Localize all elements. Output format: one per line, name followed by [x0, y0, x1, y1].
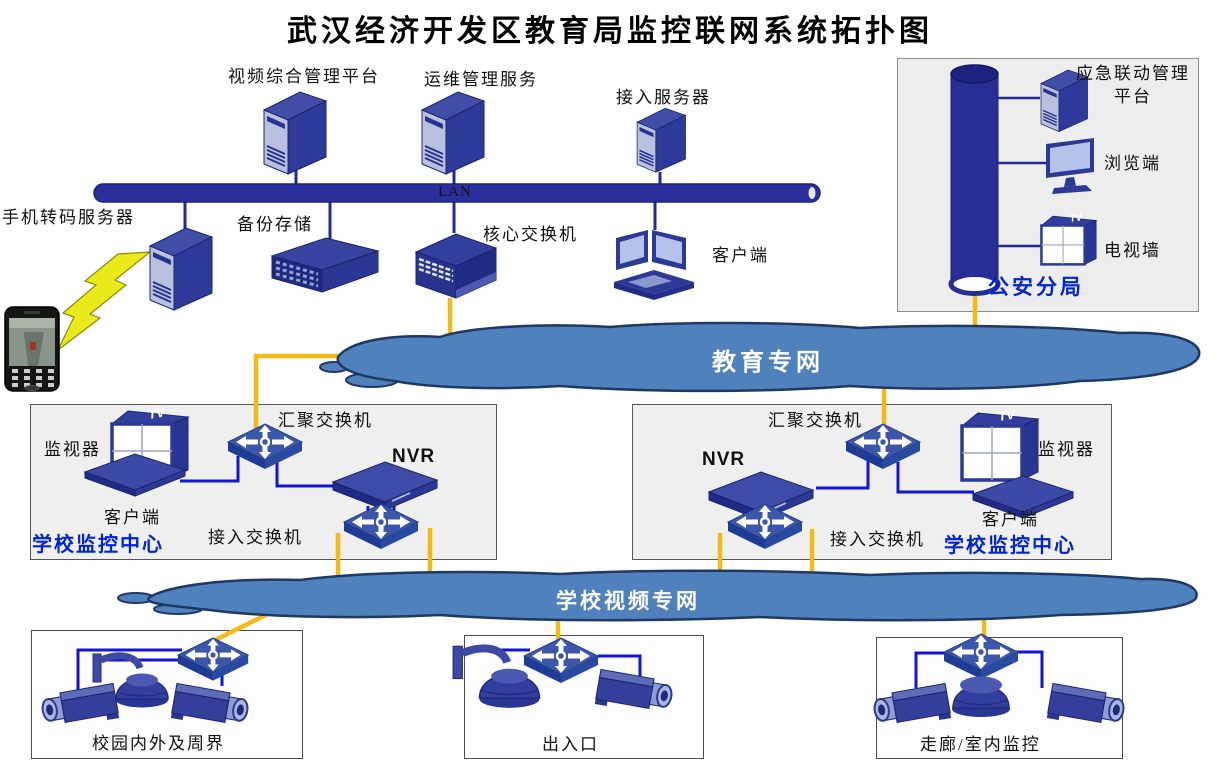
backup-storage-icon — [270, 236, 380, 294]
corridor-switch-icon — [942, 632, 1020, 681]
school-center-left-title: 学校监控中心 — [32, 534, 164, 556]
access-server-label: 接入服务器 — [616, 88, 711, 107]
school-center-right-title: 学校监控中心 — [944, 535, 1076, 557]
wireless-lightning-bolt — [57, 251, 152, 351]
browser-terminal-label: 浏览端 — [1104, 154, 1161, 173]
core-switch-label: 核心交换机 — [483, 225, 578, 244]
education-network-label: 教育专网 — [712, 349, 824, 376]
tv-wall-label: 电视墙 — [1104, 241, 1161, 260]
right-nvr-label: NVR — [702, 449, 746, 470]
tv-wall-text: TV — [997, 406, 1017, 424]
left-nvr-icon — [332, 461, 438, 511]
right-monitor-label: 监视器 — [1038, 440, 1095, 459]
corridor-dome-camera-icon — [951, 675, 1011, 718]
police-connector-lines — [998, 96, 1046, 248]
left-monitor-label: 监视器 — [44, 440, 101, 459]
tv-wall-text: TV — [1069, 212, 1085, 225]
right-access-switch-label: 接入交换机 — [830, 530, 925, 549]
lan-label: LAN — [438, 184, 472, 200]
police-backbone-cylinder — [948, 64, 1001, 296]
entrance-box-camera-icon — [593, 668, 675, 718]
ops-service-label: 运维管理服务 — [424, 70, 538, 89]
tv-wall-text: TV — [147, 404, 167, 422]
phone-transcode-server-icon — [149, 227, 213, 311]
left-nvr-label: NVR — [392, 446, 436, 467]
left-client-label: 客户端 — [104, 508, 161, 527]
corridor-group-label: 走廊/室内监控 — [920, 735, 1041, 754]
left-access-switch-icon — [342, 502, 420, 551]
emergency-platform-label: 应急联动管理平台 — [1076, 64, 1190, 106]
perimeter-box-camera-left-icon — [39, 682, 121, 732]
entrance-group-label: 出入口 — [542, 735, 599, 754]
lan-bus-pipe — [93, 183, 821, 203]
left-aggregation-switch-label: 汇聚交换机 — [278, 411, 373, 430]
perimeter-group-label: 校园内外及周界 — [92, 734, 225, 753]
education-network-cloud — [319, 321, 1201, 393]
lan-connector-lines — [183, 168, 662, 240]
page-title: 武汉经济开发区教育局监控联网系统拓扑图 — [287, 15, 933, 48]
ops-service-server-icon — [421, 91, 485, 175]
access-server-icon — [636, 107, 687, 173]
client-workstation-icon — [614, 230, 694, 300]
police-branch-title: 公安分局 — [988, 276, 1084, 299]
perimeter-box-camera-right-icon — [169, 682, 251, 732]
smartphone-icon — [4, 306, 60, 392]
school-video-network-cloud — [117, 569, 1198, 622]
perimeter-switch-icon — [176, 636, 250, 682]
school-video-network-label: 学校视频专网 — [556, 590, 700, 613]
phone-transcode-server-label: 手机转码服务器 — [2, 208, 135, 227]
browser-terminal-monitor-icon — [1046, 138, 1094, 194]
video-platform-server-icon — [263, 91, 327, 175]
right-client-label: 客户端 — [982, 510, 1039, 529]
client-label: 客户端 — [712, 246, 769, 265]
corridor-box-camera-left-icon — [871, 682, 953, 732]
video-platform-label: 视频综合管理平台 — [228, 67, 380, 86]
entrance-switch-icon — [522, 636, 600, 685]
corridor-box-camera-right-icon — [1045, 682, 1127, 732]
right-aggregation-switch-label: 汇聚交换机 — [768, 411, 863, 430]
backup-storage-label: 备份存储 — [237, 215, 313, 234]
police-tv-wall-icon — [1040, 214, 1098, 266]
left-access-switch-label: 接入交换机 — [208, 528, 303, 547]
